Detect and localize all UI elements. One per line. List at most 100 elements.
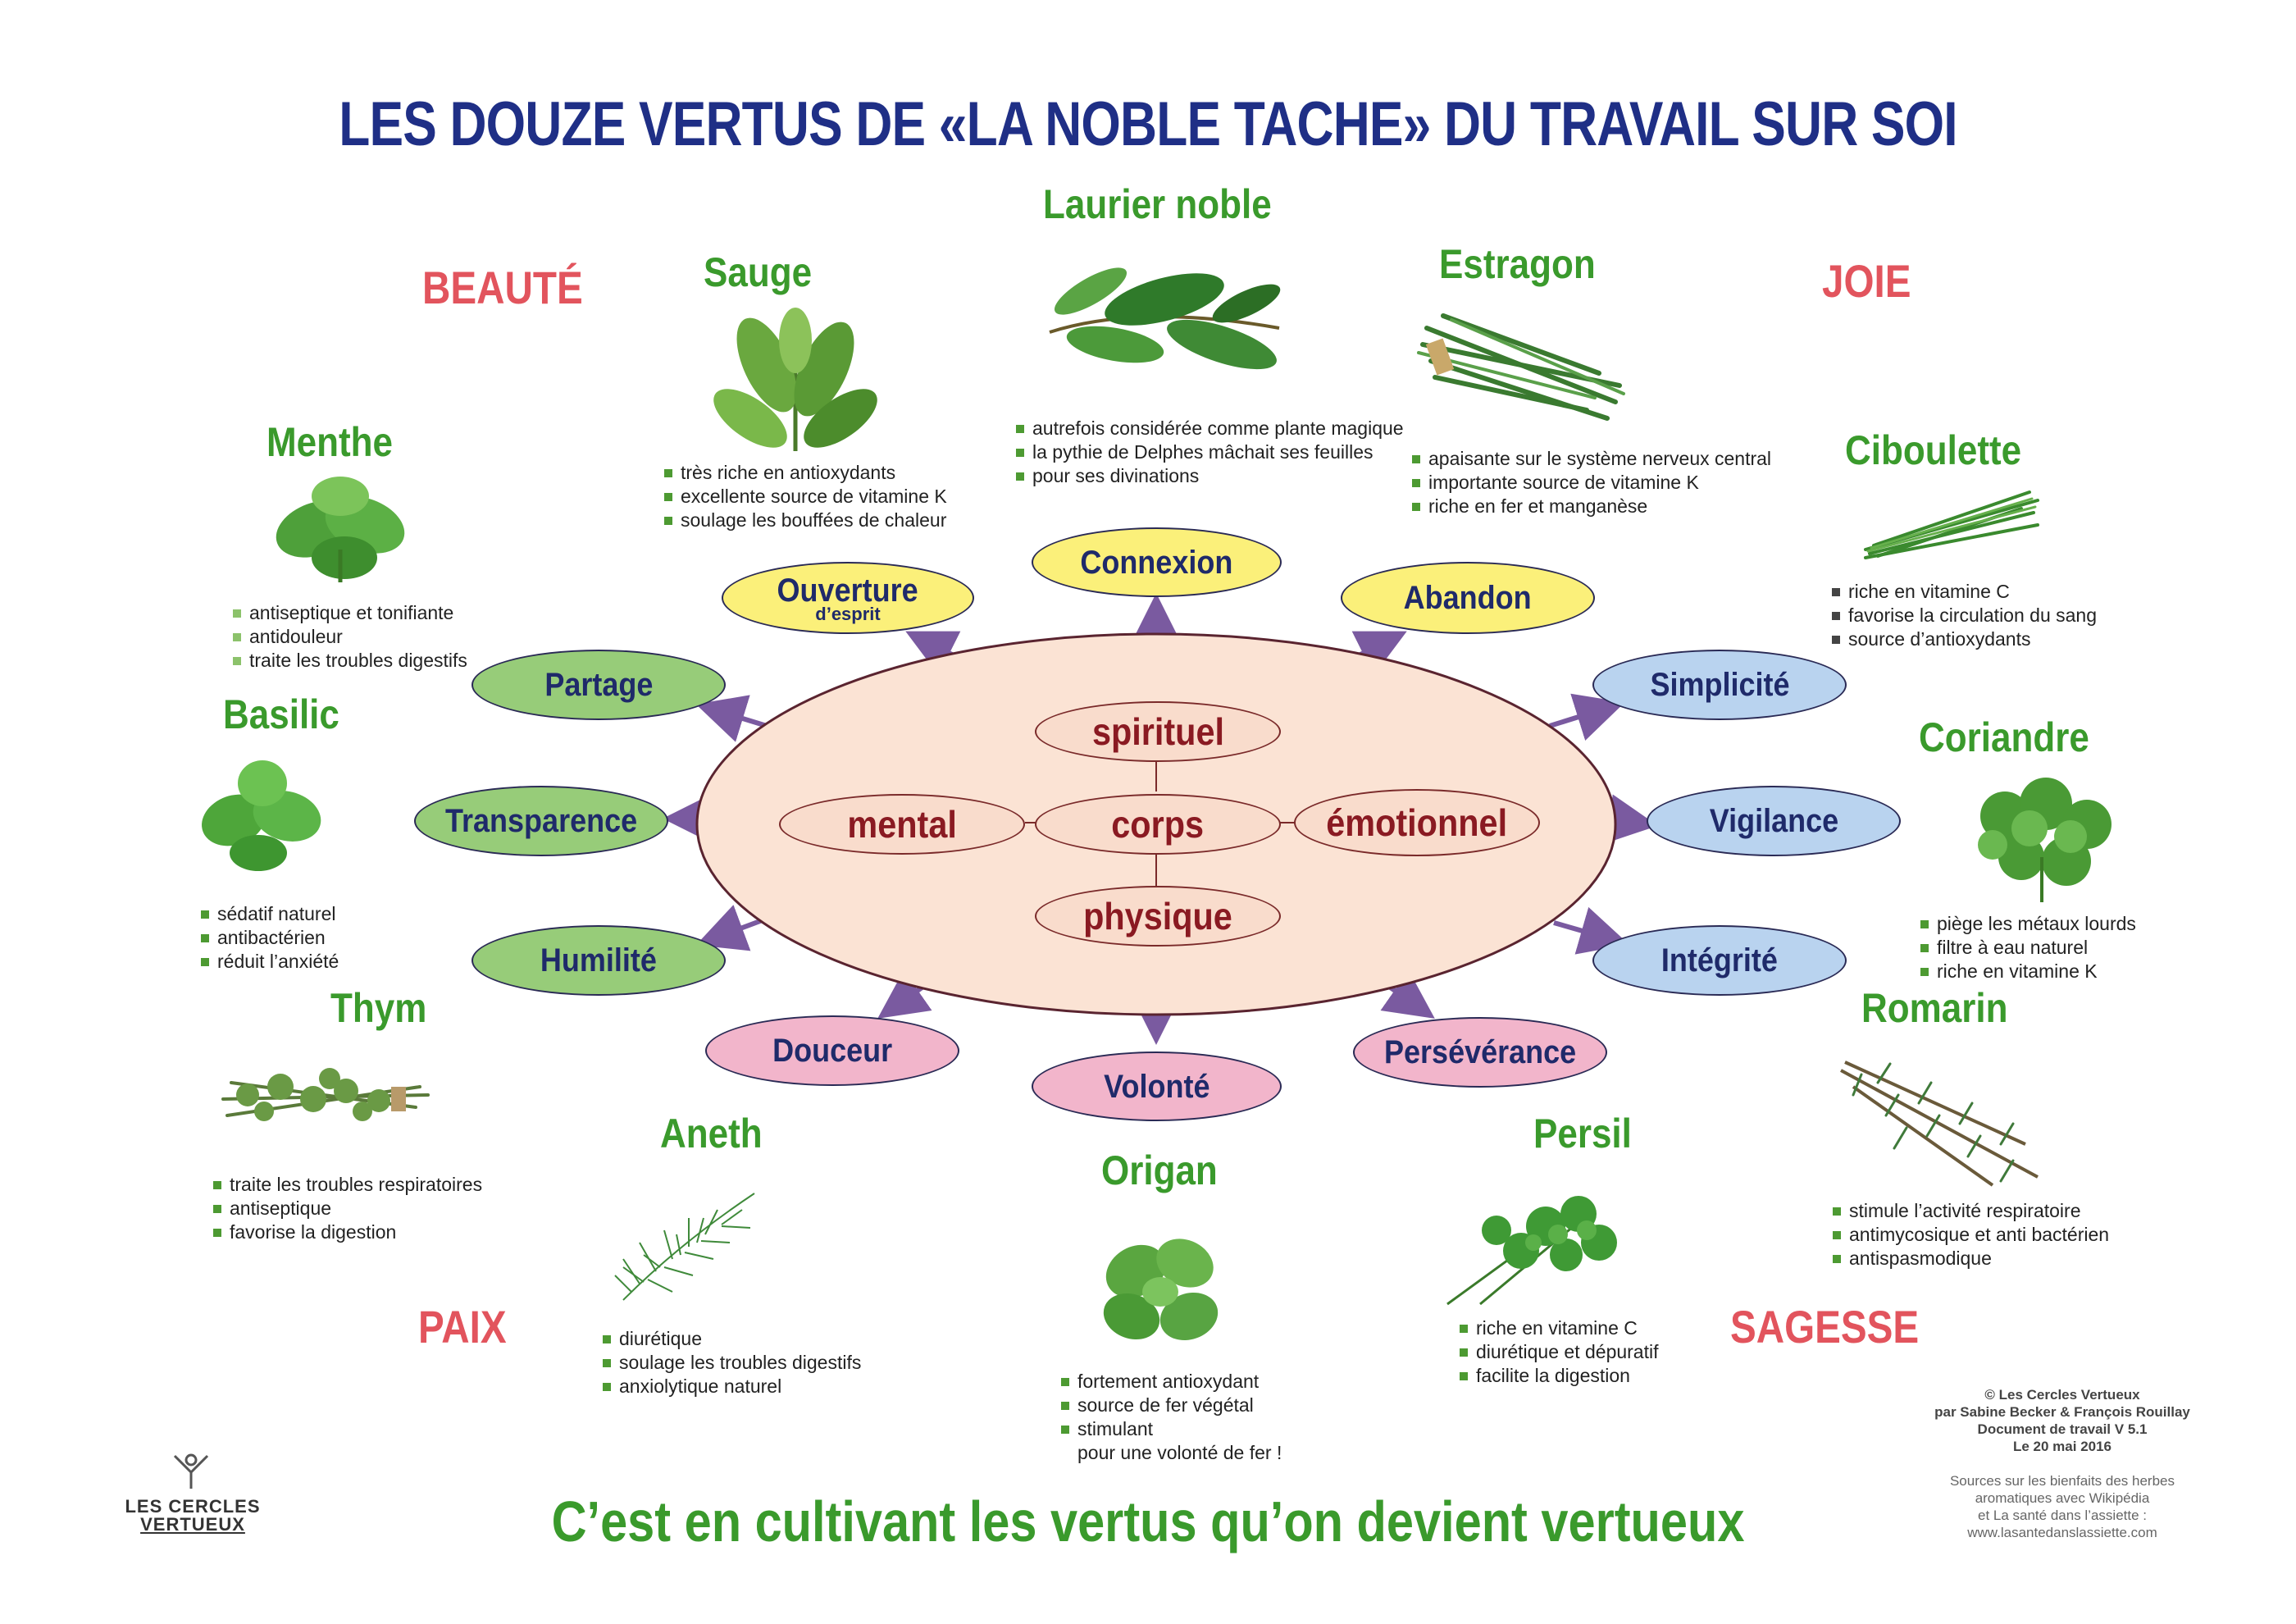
herb-name-ciboulette: Ciboulette (1845, 427, 2022, 473)
herb-name-persil: Persil (1533, 1111, 1632, 1156)
virtue-abandon: Abandon (1341, 562, 1595, 634)
sources-line: Sources sur les bienfaits des herbes (1949, 1473, 2175, 1489)
list-item: stimule l’activité respiratoire (1831, 1199, 2109, 1223)
category-joie: JOIE (1822, 255, 1911, 307)
virtue-partage: Partage (472, 650, 726, 720)
persil-image (1446, 1196, 1617, 1306)
list-item: antibactérien (199, 926, 339, 950)
persil-benefits: riche en vitamine C diurétique et dépura… (1458, 1316, 1659, 1388)
list-item: excellente source de vitamine K (663, 485, 947, 509)
herb-name-origan: Origan (1101, 1147, 1218, 1193)
list-item: facilite la digestion (1458, 1364, 1659, 1388)
page-title: LES DOUZE VERTUS DE «LA NOBLE TACHE» DU … (339, 89, 1957, 159)
logo: LES CERCLES VERTUEUX (107, 1498, 279, 1534)
list-item: pour une volonté de fer ! (1077, 1442, 1282, 1463)
virtue-perseverance: Persévérance (1353, 1017, 1607, 1088)
core-emotionnel: émotionnel (1294, 789, 1540, 856)
category-beaute: BEAUTÉ (422, 262, 583, 313)
list-item: très riche en antioxydants (663, 461, 947, 485)
list-item: réduit l’anxiété (199, 950, 339, 974)
herb-name-aneth: Aneth (660, 1111, 763, 1156)
list-item: riche en vitamine K (1919, 960, 2136, 983)
ciboulette-image (1864, 490, 2039, 559)
list-item: sédatif naturel (199, 902, 339, 926)
sources: Sources sur les bienfaits des herbes aro… (1919, 1472, 2206, 1541)
list-item: stimulant (1059, 1417, 1282, 1441)
thym-benefits: traite les troubles respiratoires antise… (212, 1173, 482, 1244)
core-spirituel: spirituel (1035, 701, 1281, 762)
list-item: pour ses divinations (1014, 464, 1404, 488)
origan-benefits: fortement antioxydant source de fer végé… (1059, 1370, 1282, 1465)
aneth-benefits: diurétique soulage les troubles digestif… (601, 1327, 861, 1398)
list-item: favorise la circulation du sang (1830, 604, 2097, 627)
credits-line: © Les Cercles Vertueux (1984, 1387, 2140, 1403)
list-item: traite les troubles respiratoires (212, 1173, 482, 1197)
credits-line: Le 20 mai 2016 (2012, 1439, 2112, 1454)
list-item: anxiolytique naturel (601, 1375, 861, 1398)
list-item: autrefois considérée comme plante magiqu… (1014, 417, 1404, 440)
logo-line-1: LES CERCLES (125, 1496, 261, 1517)
list-item: antiseptique (212, 1197, 482, 1220)
list-item: filtre à eau naturel (1919, 936, 2136, 960)
list-item: riche en vitamine C (1458, 1316, 1659, 1340)
herb-name-coriandre: Coriandre (1919, 714, 2089, 760)
list-item: source de fer végétal (1059, 1394, 1282, 1417)
romarin-benefits: stimule l’activité respiratoire antimyco… (1831, 1199, 2109, 1270)
core-mental: mental (779, 794, 1025, 855)
logo-figure-icon (173, 1453, 209, 1489)
list-item: soulage les troubles digestifs (601, 1351, 861, 1375)
list-item: piège les métaux lourds (1919, 912, 2136, 936)
list-item: apaisante sur le système nerveux central (1410, 447, 1771, 471)
list-item: antiseptique et tonifiante (231, 601, 467, 625)
basilic-leaves-image (202, 760, 321, 871)
ciboulette-benefits: riche en vitamine C favorise la circulat… (1830, 580, 2097, 651)
virtue-simplicite: Simplicité (1592, 650, 1847, 720)
virtue-transparence: Transparence (414, 786, 668, 856)
list-item: soulage les bouffées de chaleur (663, 509, 947, 532)
herb-name-romarin: Romarin (1861, 985, 2008, 1031)
list-item: riche en fer et manganèse (1410, 495, 1771, 518)
list-item: favorise la digestion (212, 1220, 482, 1244)
herb-name-estragon: Estragon (1439, 241, 1596, 287)
virtue-connexion: Connexion (1032, 527, 1282, 597)
credits-line: Document de travail V 5.1 (1977, 1421, 2148, 1437)
menthe-benefits: antiseptique et tonifiante antidouleur t… (231, 601, 467, 673)
thym-image (221, 1068, 430, 1121)
laurier-leaves-image (1049, 267, 1281, 370)
sources-line: et La santé dans l’assiette : (1977, 1508, 2148, 1523)
list-item: diurétique (601, 1327, 861, 1351)
core-physique: physique (1035, 886, 1281, 947)
herb-name-laurier: Laurier noble (1043, 181, 1272, 227)
virtue-vigilance: Vigilance (1647, 786, 1901, 856)
aneth-image (614, 1193, 755, 1301)
list-item: fortement antioxydant (1059, 1370, 1282, 1394)
logo-line-2: VERTUEUX (140, 1514, 245, 1535)
sauge-leaves-image (713, 308, 877, 451)
sources-line: aromatiques avec Wikipédia (1975, 1490, 2150, 1506)
virtue-volonte: Volonté (1032, 1051, 1282, 1121)
category-paix: PAIX (418, 1301, 507, 1353)
herb-name-menthe: Menthe (266, 419, 393, 465)
coriandre-image (1978, 778, 2112, 902)
virtue-humilite: Humilité (472, 925, 726, 996)
sauge-benefits: très riche en antioxydants excellente so… (663, 461, 947, 532)
credits-line: par Sabine Becker & François Rouillay (1934, 1404, 2190, 1420)
core-corps: corps (1035, 794, 1281, 855)
estragon-benefits: apaisante sur le système nerveux central… (1410, 447, 1771, 518)
herb-name-sauge: Sauge (704, 249, 813, 295)
origan-leaves-image (1103, 1239, 1219, 1341)
estragon-image (1417, 313, 1625, 421)
menthe-leaves-image (276, 477, 405, 582)
laurier-benefits: autrefois considérée comme plante magiqu… (1014, 417, 1404, 488)
credits: © Les Cercles Vertueux par Sabine Becker… (1919, 1386, 2206, 1455)
herb-name-basilic: Basilic (223, 691, 339, 737)
virtue-integrite: Intégrité (1592, 925, 1847, 996)
list-item: antimycosique et anti bactérien (1831, 1223, 2109, 1247)
list-item: traite les troubles digestifs (231, 649, 467, 673)
list-item: riche en vitamine C (1830, 580, 2097, 604)
list-item: la pythie de Delphes mâchait ses feuille… (1014, 440, 1404, 464)
slogan: C’est en cultivant les vertus qu’on devi… (551, 1489, 1745, 1553)
sources-line: www.lasantedanslassiette.com (1967, 1525, 2157, 1540)
coriandre-benefits: piège les métaux lourds filtre à eau nat… (1919, 912, 2136, 983)
